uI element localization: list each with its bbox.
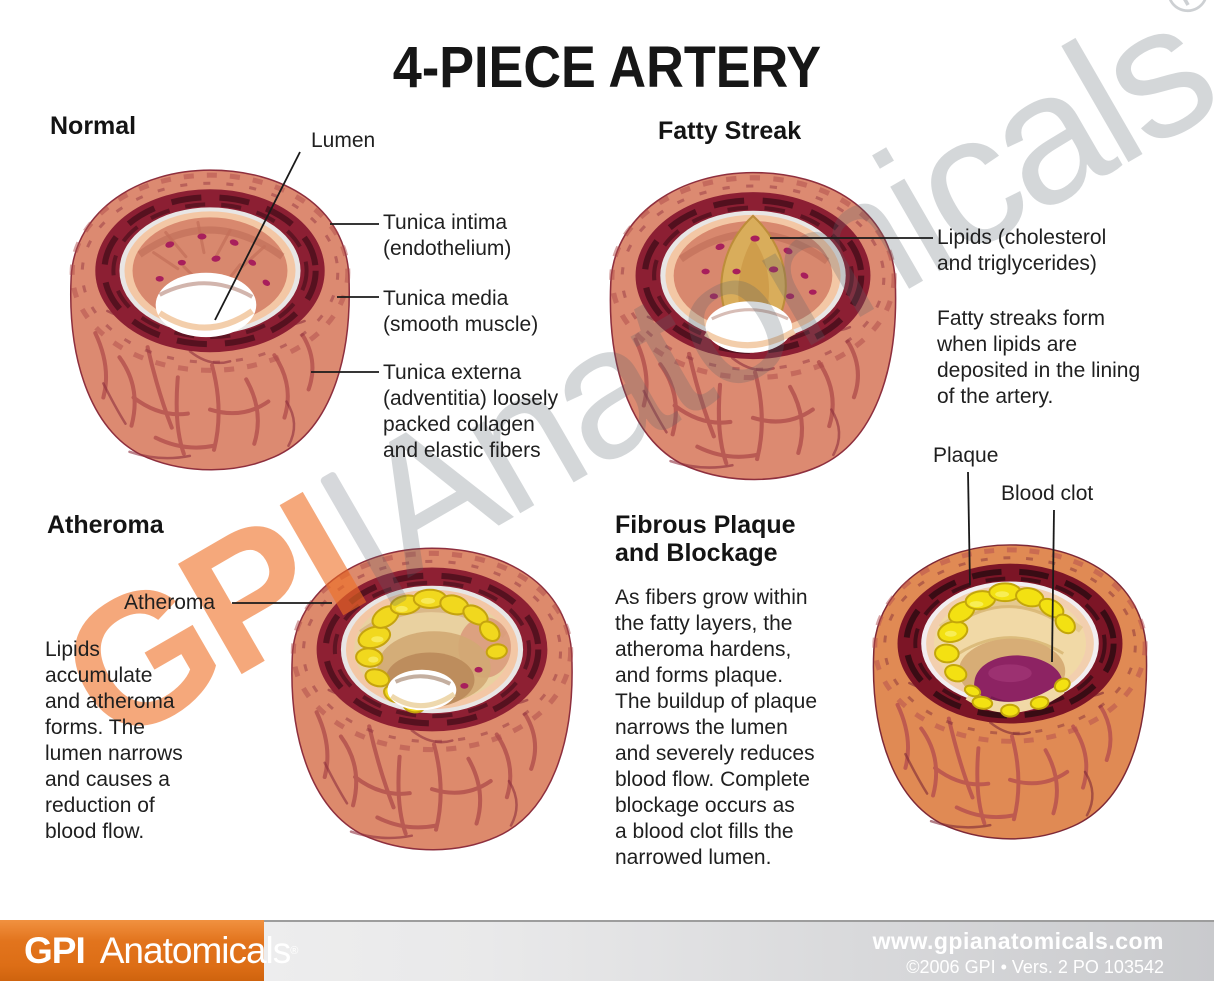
footer-logo-registered-mark: ® <box>290 944 299 957</box>
footer-logo-block: GPI Anatomicals® <box>0 920 298 981</box>
tunica-media-label: Tunica media (smooth muscle) <box>383 287 539 336</box>
fatty-streak-heading: Fatty Streak <box>658 117 802 145</box>
tunica-externa-label: Tunica externa (adventitia) loosely pack… <box>383 361 559 462</box>
fibrous-plaque-description: As fibers grow within the fatty layers, … <box>615 586 817 869</box>
atheroma-heading: Atheroma <box>47 511 164 539</box>
plaque-label: Plaque <box>933 444 999 467</box>
footer-website: www.gpianatomicals.com <box>872 928 1164 954</box>
endothelium-cell-dots <box>701 235 817 300</box>
atheroma-label: Atheroma <box>124 591 216 614</box>
footer-logo-gpi: GPI <box>24 929 86 971</box>
endothelium-cell-dots <box>460 666 483 689</box>
fibrous-plaque-heading: Fibrous Plaque and Blockage <box>615 511 796 567</box>
tunica-intima-label: Tunica intima (endothelium) <box>383 211 512 260</box>
artery-model-fatty-streak <box>610 172 896 480</box>
artery-model-atheroma <box>291 548 573 850</box>
atheroma-description: Lipids accumulate and atheroma forms. Th… <box>45 638 183 843</box>
footer-copyright: ©2006 GPI • Vers. 2 PO 103542 <box>906 957 1164 977</box>
artery-model-blockage <box>873 544 1147 839</box>
lump-highlights <box>944 591 1010 637</box>
normal-heading: Normal <box>50 112 137 140</box>
page-title: 4-PIECE ARTERY <box>392 35 822 100</box>
lumen-label: Lumen <box>311 129 376 152</box>
blood-clot-label: Blood clot <box>1001 482 1094 505</box>
lump-highlights <box>368 597 436 663</box>
footer-contact: www.gpianatomicals.com ©2006 GPI • Vers.… <box>873 928 1164 978</box>
plaque-lipid-lumps <box>934 582 1076 718</box>
fatty-streak-description: Fatty streaks form when lipids are depos… <box>937 307 1141 408</box>
watermark-registered-mark: ® <box>1153 0 1214 31</box>
lipids-label: Lipids (cholesterol and triglycerides) <box>937 226 1107 275</box>
footer-logo-anatomicals: Anatomicals <box>99 929 292 971</box>
artery-model-normal <box>70 170 350 470</box>
